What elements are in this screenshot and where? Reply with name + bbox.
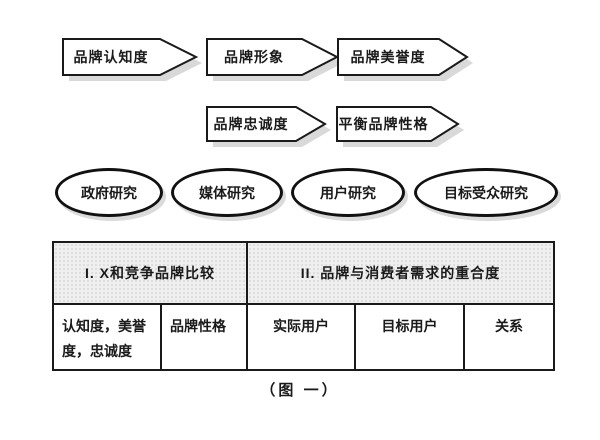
arrow-pentagon-icon [336,106,464,147]
flow-shape-brand-reputation: 品牌美誉度 [337,38,476,86]
table-section-2-header: II. 品牌与消费者需求的重合度 [246,241,556,305]
ellipse-user-research: 用户研究 [291,168,405,217]
ellipse-label: 用户研究 [320,184,376,201]
ellipse-label: 目标受众研究 [444,184,528,201]
cell-brand-personality: 品牌性格 [159,303,249,371]
flow-shape-brand-image: 品牌形象 [206,38,346,86]
comparison-table: I. X和竞争品牌比较 II. 品牌与消费者需求的重合度 认知度，美誉度，忠诚度… [51,241,556,371]
ellipse-media-research: 媒体研究 [171,168,283,217]
flow-shape-brand-awareness: 品牌认知度 [62,38,205,86]
table-row: 认知度，美誉度，忠诚度 品牌性格 实际用户 目标用户 关系 [52,303,556,371]
flow-shape-label: 品牌忠诚度 [213,116,289,132]
cell-target-users: 目标用户 [354,303,466,371]
cell-actual-users: 实际用户 [246,303,357,371]
flow-shape-label: 品牌形象 [224,49,284,65]
table-section-1-header: I. X和竞争品牌比较 [51,241,249,305]
flow-shape-balanced-brand-personality: 平衡品牌性格 [336,106,467,152]
arrow-pentagon-icon [206,106,331,147]
ellipse-government-research: 政府研究 [55,168,163,217]
arrow-pentagon-icon [206,38,343,81]
cell-awareness-reputation-loyalty: 认知度，美誉度，忠诚度 [52,303,162,371]
flow-shape-label: 平衡品牌性格 [338,116,429,132]
flow-shape-label: 品牌美誉度 [350,49,426,65]
ellipse-label: 媒体研究 [199,184,255,201]
ellipse-target-audience-research: 目标受众研究 [414,168,558,217]
cell-relationship: 关系 [463,303,556,371]
arrow-pentagon-icon [62,38,202,81]
arrow-pentagon-icon [337,38,473,81]
figure-caption: （图 一） [260,382,340,399]
flow-shape-brand-loyalty: 品牌忠诚度 [206,106,334,152]
flow-shape-label: 品牌认知度 [73,49,149,65]
table-header-row: I. X和竞争品牌比较 II. 品牌与消费者需求的重合度 [51,241,556,305]
ellipse-label: 政府研究 [81,184,137,201]
